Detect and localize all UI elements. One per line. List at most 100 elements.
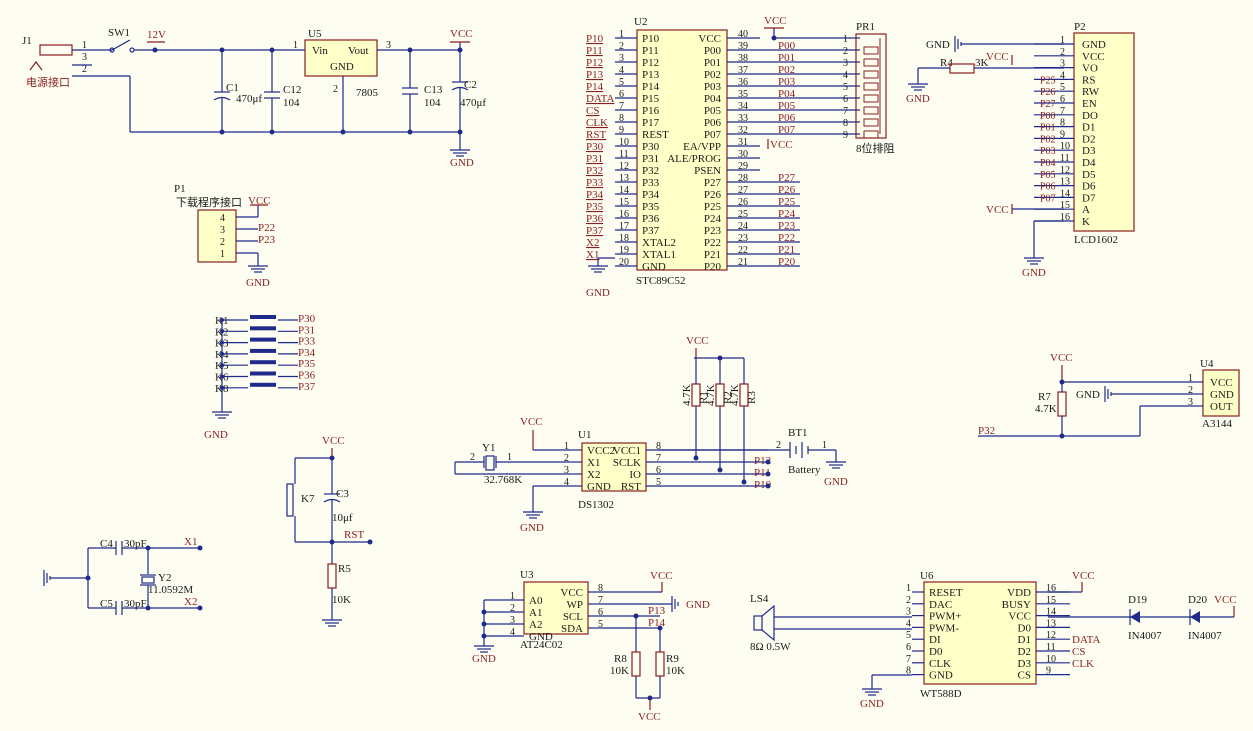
ds1302-pin-number: 8 [656, 441, 661, 452]
svg-text:R5: R5 [338, 563, 351, 575]
mcu-pin-name: P05 [704, 105, 722, 117]
lcd-pin-number: 12 [1060, 165, 1070, 176]
mcu-net-label: P01 [778, 52, 795, 64]
mcu-net-label: P36 [586, 213, 604, 225]
mcu-pin-number: 35 [738, 89, 748, 100]
svg-text:GND: GND [450, 157, 474, 169]
mcu-net-label: P03 [778, 76, 796, 88]
lcd-pin-number: 10 [1060, 141, 1070, 152]
lcd-pin-name: DO [1082, 110, 1098, 122]
at24-pin-name: A1 [529, 607, 542, 619]
svg-text:C2: C2 [464, 79, 477, 91]
svg-text:VCC: VCC [638, 711, 661, 723]
mcu-net-label: P04 [778, 88, 796, 100]
mcu-pin-name: VCC [698, 33, 721, 45]
lcd-part: LCD1602 [1074, 234, 1118, 246]
a3144-part: A3144 [1202, 418, 1232, 430]
mcu-pin-number: 19 [619, 245, 629, 256]
svg-text:PR1: PR1 [856, 21, 875, 33]
svg-text:C4: C4 [100, 538, 113, 550]
mcu-pin-number: 39 [738, 41, 748, 52]
svg-text:2: 2 [333, 84, 338, 95]
lcd-net-label: P07 [1040, 193, 1056, 204]
mcu-pin-name: P25 [704, 201, 722, 213]
mcu-net-label: P26 [778, 184, 796, 196]
svg-text:R8: R8 [614, 653, 627, 665]
pr1-resistor [863, 106, 879, 115]
at24-pin-name: GND [529, 631, 553, 643]
ds1302-pin-number: 5 [656, 477, 661, 488]
mcu-pin-name: P03 [704, 81, 722, 93]
svg-text:VCC: VCC [686, 335, 709, 347]
lcd-pin-number: 3 [1060, 59, 1065, 70]
net-12v-label: 12V [147, 29, 166, 41]
wt588-pin-name: D2 [1018, 646, 1031, 658]
wt588-net-label: DATA [1072, 634, 1101, 646]
pr1-pin-number: 5 [843, 82, 848, 93]
pr1-pin-number: 7 [843, 106, 848, 117]
power-supply-section: J1 1 3 2 电源接口 SW1 12V C1 470μf C12 104 U… [22, 27, 486, 169]
mcu-pin-number: 37 [738, 65, 748, 76]
mcu-pin-number: 5 [619, 77, 624, 88]
svg-text:4.7K: 4.7K [729, 384, 741, 406]
at24-pin-name: WP [567, 599, 584, 611]
dc-jack-symbol [39, 44, 73, 56]
mcu-net-label: P13 [586, 69, 604, 81]
at24-pin-number: 7 [598, 595, 603, 606]
ds1302-pin-number: 7 [656, 453, 661, 464]
svg-text:R9: R9 [666, 653, 679, 665]
mcu-pin-number: 31 [738, 137, 748, 148]
c12-label: C12 [283, 84, 301, 96]
lcd-pin-number: 14 [1060, 188, 1070, 199]
svg-text:Y1: Y1 [482, 442, 495, 454]
lcd-pin-name: D3 [1082, 145, 1096, 157]
svg-text:GND: GND [860, 698, 884, 710]
svg-text:470μf: 470μf [460, 97, 486, 109]
mcu-pin-name: P06 [704, 117, 722, 129]
wt588-pin-name: D0 [929, 646, 943, 658]
crystal-oscillator: C4 30pF C5 30pF Y2 11.0592M X1 X2 [43, 536, 203, 615]
pr1-resistor [863, 118, 879, 127]
svg-text:10K: 10K [332, 594, 351, 606]
p1-pin-number: 3 [220, 225, 225, 236]
svg-text:GND: GND [824, 476, 848, 488]
mcu-net-label: CS [586, 105, 599, 117]
lcd-pin-name: EN [1082, 98, 1097, 110]
push-button-icon [250, 371, 276, 376]
lcd-net-label: P25 [1040, 75, 1056, 86]
a3144-pin-number: 1 [1188, 373, 1193, 384]
wt588-pin-number: 8 [906, 666, 911, 677]
mcu-pin-number: 32 [738, 125, 748, 136]
svg-text:GND: GND [906, 93, 930, 105]
svg-text:R4: R4 [940, 57, 953, 69]
svg-text:GND: GND [204, 429, 228, 441]
c1-label: C1 [226, 82, 239, 94]
mcu-pin-name: P10 [642, 33, 660, 45]
j1-label: J1 [22, 35, 32, 47]
wt588-pin-number: 9 [1046, 666, 1051, 677]
mcu-pin-number: 20 [619, 257, 629, 268]
u2-label: U2 [634, 16, 647, 28]
mcu-pin-name: P20 [704, 261, 722, 273]
lcd-net-label: P03 [1040, 146, 1056, 157]
lcd-pin-number: 9 [1060, 129, 1065, 140]
ds1302-pin-number: 4 [564, 477, 569, 488]
mcu-pin-number: 2 [619, 41, 624, 52]
mcu-pin-name: REST [642, 129, 669, 141]
mcu-pin-number: 15 [619, 197, 629, 208]
mcu-pin-name: P24 [704, 213, 722, 225]
wt588-pin-number: 1 [906, 583, 911, 594]
lcd-pin-name: D7 [1082, 192, 1096, 204]
wt588-pin-name: PWM+ [929, 611, 961, 623]
mcu-pin-number: 12 [619, 161, 629, 172]
key-net-label: P35 [298, 358, 316, 370]
svg-text:BT1: BT1 [788, 427, 808, 439]
svg-text:U4: U4 [1200, 358, 1214, 370]
mcu-pin-name: P17 [642, 117, 660, 129]
svg-text:LS4: LS4 [750, 593, 769, 605]
wt588-part: WT588D [920, 688, 962, 700]
wt588-pin-number: 11 [1046, 642, 1056, 653]
jack-arrow [29, 61, 43, 71]
